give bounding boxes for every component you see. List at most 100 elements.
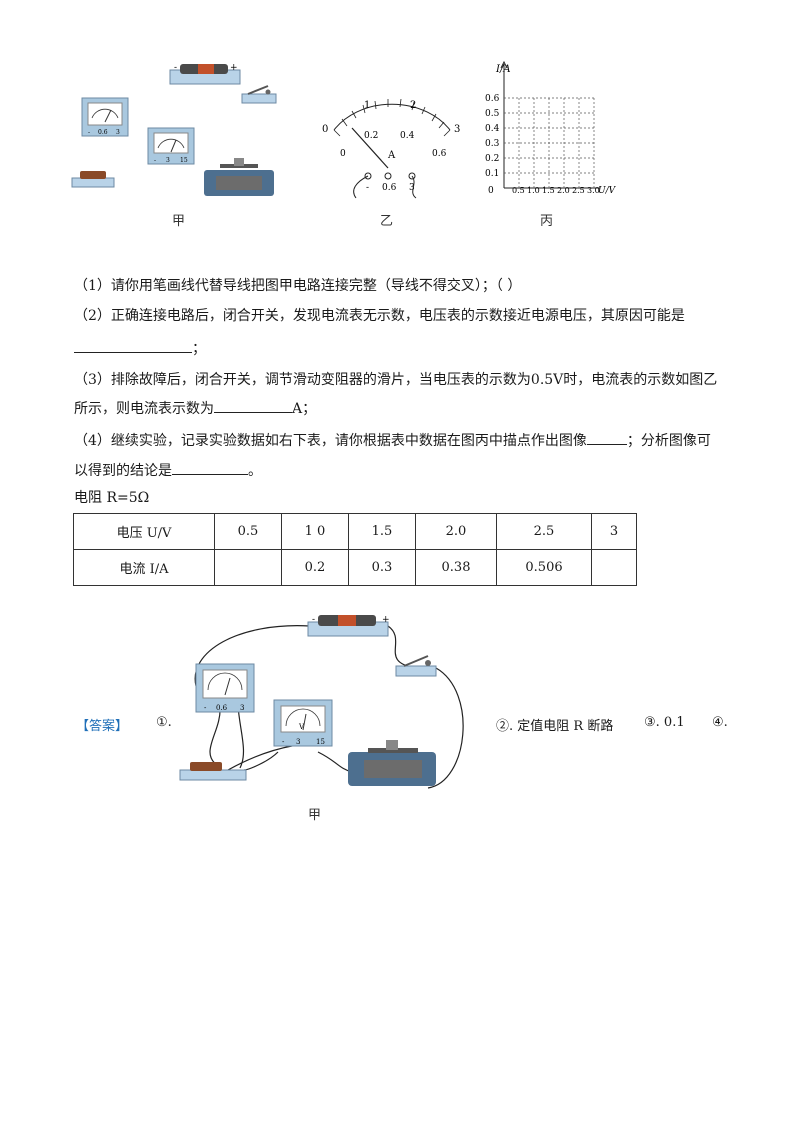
- svg-text:-: -: [204, 704, 207, 712]
- switch: [241, 85, 277, 104]
- battery-minus: -: [312, 615, 315, 625]
- table-cell: 0.3: [348, 549, 416, 586]
- svg-text:-: -: [282, 738, 285, 746]
- battery-plus: +: [382, 615, 390, 625]
- svg-text:15: 15: [316, 738, 325, 746]
- question-1: （1）请你用笔画线代替导线把图甲电路连接完整（导线不得交叉）；（ ）: [74, 278, 522, 294]
- rheostat: [204, 158, 274, 196]
- resistor: [179, 762, 247, 781]
- x-tick-label: 0.5: [512, 186, 525, 195]
- answer-circuit-figure: - + - 0.6 3 V - 3 15: [179, 615, 464, 789]
- table-cell: 2.0: [415, 513, 497, 550]
- question-2-answer-line: ；: [74, 338, 206, 359]
- answer-blank[interactable]: [586, 430, 627, 445]
- row-header-current: 电流 I/A: [73, 549, 215, 586]
- svg-text:V: V: [298, 723, 305, 731]
- x-tick-label: 1.0: [527, 186, 540, 195]
- table-cell: 1 0: [281, 513, 349, 550]
- table-cell: [591, 549, 637, 586]
- battery: - +: [169, 63, 241, 85]
- answer-label: 【答案】: [76, 719, 129, 734]
- table-cell: 0.5: [214, 513, 282, 550]
- y-tick-label: 0.5: [485, 109, 500, 119]
- inner-scale-3: 0.6: [432, 149, 447, 159]
- answer-item-2: ②. 定值电阻 R 断路: [496, 719, 614, 734]
- answer-caption-jia: 甲: [308, 808, 322, 823]
- table-row: 电压 U/V 0.5 1 0 1.5 2.0 2.5 3: [73, 513, 637, 550]
- figure-yi-ammeter-dial: 0 1 2 3 0 0.2 0.4 0.6 A - 0.6 3: [322, 98, 460, 199]
- svg-text:3: 3: [240, 704, 244, 712]
- table-cell: [214, 549, 282, 586]
- rheostat: [348, 740, 436, 786]
- y-axis-label: I/A: [495, 64, 511, 75]
- answer-blank[interactable]: [172, 460, 248, 475]
- svg-text:3: 3: [296, 738, 300, 746]
- svg-text:0.6: 0.6: [382, 183, 397, 193]
- x-tick-label: 2.5: [572, 186, 585, 195]
- svg-text:0.6: 0.6: [216, 704, 228, 712]
- inner-scale-0: 0: [340, 149, 346, 159]
- svg-text:0.6: 0.6: [98, 129, 108, 136]
- voltmeter: - 3 15: [147, 127, 195, 165]
- inner-scale-1: 0.2: [364, 131, 378, 141]
- question-2: （2）正确连接电路后，闭合开关，发现电流表无示数，电压表的示数接近电源电压，其原…: [74, 308, 685, 324]
- table-cell: 1.5: [348, 513, 416, 550]
- grid-lines: [504, 97, 595, 188]
- y-tick-label: 0.4: [485, 124, 500, 134]
- x-tick-label: 1.5: [542, 186, 555, 195]
- y-tick-labels: 0.10.20.30.40.50.6: [485, 94, 500, 179]
- origin-label: 0: [488, 186, 494, 196]
- table-cell: 0.2: [281, 549, 349, 586]
- answer-blank[interactable]: [74, 338, 192, 353]
- table-title: 电阻 R=5Ω: [74, 490, 150, 506]
- voltmeter: V - 3 15: [273, 699, 333, 747]
- data-table: 电压 U/V 0.5 1 0 1.5 2.0 2.5 3 电流 I/A 0.2 …: [73, 513, 637, 586]
- outer-scale-3: 3: [454, 124, 460, 135]
- svg-text:-: -: [366, 183, 369, 193]
- svg-text:-: -: [88, 129, 90, 136]
- table-cell: 0.506: [496, 549, 592, 586]
- y-tick-label: 0.3: [485, 139, 500, 149]
- outer-scale-1: 1: [364, 100, 370, 111]
- svg-text:3: 3: [116, 129, 120, 136]
- table-row: 电流 I/A 0.2 0.3 0.38 0.506: [73, 549, 637, 586]
- svg-text:3: 3: [166, 157, 170, 164]
- caption-yi: 乙: [380, 214, 394, 229]
- answer-item-3: ③. 0.1: [644, 715, 685, 730]
- inner-scale-2: 0.4: [400, 131, 415, 141]
- x-tick-label: 3.0: [587, 186, 600, 195]
- x-tick-label: 2.0: [557, 186, 570, 195]
- table-cell: 3: [591, 513, 637, 550]
- row-header-voltage: 电压 U/V: [73, 513, 215, 550]
- svg-text:3: 3: [409, 183, 415, 193]
- svg-text:15: 15: [180, 157, 188, 164]
- question-4: （4）继续实验，记录实验数据如右下表，请你根据表中数据在图丙中描点作出图像；分析…: [74, 430, 711, 451]
- table-cell: 2.5: [496, 513, 592, 550]
- caption-bing: 丙: [540, 214, 554, 229]
- outer-scale-0: 0: [322, 124, 328, 135]
- answer-item-1: ①.: [156, 715, 172, 730]
- battery-minus: -: [174, 63, 177, 73]
- resistor: [71, 171, 115, 188]
- question-3: （3）排除故障后，闭合开关，调节滑动变阻器的滑片，当电压表的示数为0.5V时，电…: [74, 372, 718, 388]
- dial-unit: A: [387, 150, 396, 161]
- dial-ticks: [333, 98, 451, 137]
- ammeter: - 0.6 3: [195, 663, 255, 713]
- dial-needle: [351, 127, 389, 169]
- y-tick-label: 0.2: [485, 154, 499, 164]
- svg-text:-: -: [154, 157, 156, 164]
- battery: - +: [307, 615, 390, 637]
- x-axis-label: U/V: [598, 186, 617, 196]
- outer-scale-2: 2: [410, 100, 416, 111]
- figure-jia-top: - + - 0.6 3 - 3 15: [71, 63, 277, 196]
- caption-jia: 甲: [172, 214, 186, 229]
- ammeter: - 0.6 3: [81, 97, 129, 137]
- table-cell: 0.38: [415, 549, 497, 586]
- answer-blank[interactable]: [214, 398, 292, 413]
- question-4-line-2: 以得到的结论是。: [74, 460, 262, 481]
- answer-item-4: ④.: [712, 715, 728, 730]
- battery-plus: +: [230, 63, 238, 73]
